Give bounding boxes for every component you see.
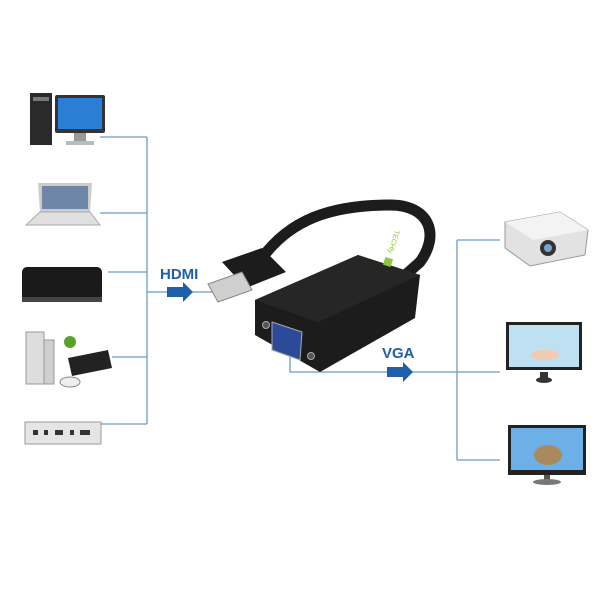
vga-port: [262, 321, 315, 361]
game-console-icon: [25, 331, 112, 388]
vga-arrow-icon: [387, 362, 413, 382]
tv-icon: [508, 425, 586, 485]
source-connector-lines: [100, 136, 215, 425]
projector-icon: [504, 211, 589, 267]
desktop-pc-icon: [30, 93, 105, 145]
hdmi-plug: [207, 248, 286, 303]
media-box-icon: [22, 267, 102, 302]
laptop-icon: [24, 183, 102, 226]
svg-text:TECHly: TECHly: [386, 229, 400, 255]
brand-logo: TECHly: [382, 229, 400, 268]
monitor-icon: [506, 322, 582, 383]
hdmi-arrow-icon: [167, 282, 193, 302]
media-player-icon: [24, 421, 102, 445]
hdmi-label: HDMI: [160, 266, 199, 283]
vga-label: VGA: [382, 345, 415, 362]
